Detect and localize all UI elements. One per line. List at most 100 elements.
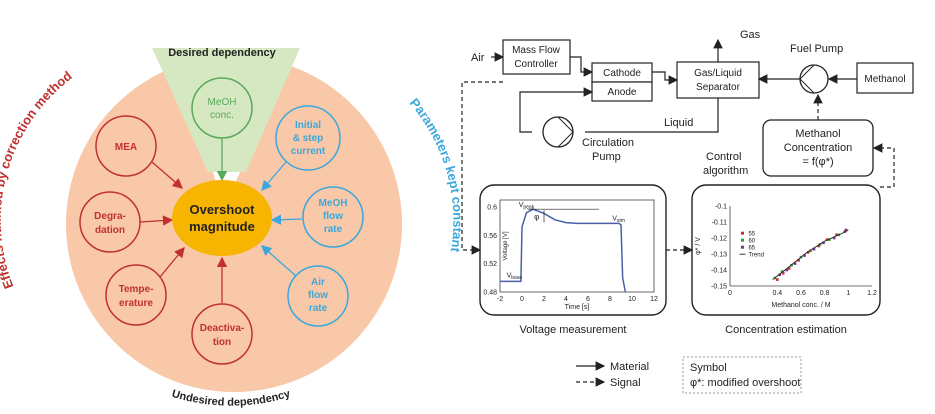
svg-text:Symbol: Symbol (690, 362, 727, 374)
voltage-annotation: Vpeak (519, 202, 535, 211)
node-initial-step-current: Initial & step current (275, 105, 341, 171)
voltage-annotation: Vbase (507, 272, 523, 281)
svg-text:Degra-: Degra- (94, 211, 126, 222)
phi-point-65 (793, 262, 797, 265)
phi-point-55 (787, 267, 791, 270)
phi-y-tick: -0.14 (711, 268, 727, 275)
arrow-mea (151, 161, 183, 189)
svg-text:Circulation: Circulation (582, 137, 634, 149)
phi-legend-swatch (740, 238, 744, 242)
node-meoh-flow-rate: MeOH flow rate (302, 186, 364, 248)
phi-x-label: Methanol conc. / M (771, 302, 830, 309)
voltage-y-tick: 0.6 (487, 205, 497, 212)
svg-text:Cathode: Cathode (603, 68, 641, 79)
phi-x-tick: 0.4 (772, 290, 782, 297)
phi-y-tick: -0.15 (711, 284, 727, 291)
svg-text:φ*: modified overshoot: φ*: modified overshoot (690, 377, 800, 389)
voltage-x-tick: 6 (586, 296, 590, 303)
voltage-y-tick: 0.52 (483, 261, 497, 268)
right-arc-label: Parameters kept constant (407, 95, 466, 254)
desired-sector (152, 48, 300, 172)
phi-point-65 (822, 241, 825, 245)
svg-text:Material: Material (610, 361, 649, 373)
gas-label: Gas (740, 29, 761, 41)
svg-text:rate: rate (324, 224, 343, 235)
phi-point-65 (803, 254, 806, 257)
line-legend: Material Signal (576, 361, 649, 389)
left-arc-label: Effects nullified by correction method (0, 68, 75, 291)
svg-text:Air: Air (311, 277, 325, 288)
voltage-x-label: Time [s] (565, 304, 590, 311)
svg-text:& step: & step (293, 133, 324, 144)
node-air-flow-rate: Air flow rate (287, 265, 349, 327)
svg-text:flow: flow (323, 211, 343, 222)
center-overshoot-magnitude: Overshoot magnitude (172, 180, 272, 256)
phi-trend-line (772, 229, 849, 280)
voltage-x-tick: 10 (628, 296, 636, 303)
phi-point-60 (780, 270, 784, 273)
air-label: Air (471, 52, 485, 64)
svg-text:conc.: conc. (210, 110, 234, 121)
arrow-meoh-flow (270, 214, 303, 225)
voltage-x-tick: 8 (608, 296, 612, 303)
circulation-pump-icon (542, 116, 574, 148)
phi-x-tick: 0.8 (820, 290, 830, 297)
svg-text:Concentration: Concentration (784, 142, 853, 154)
svg-text:Separator: Separator (696, 82, 741, 93)
fuel-pump-label: Fuel Pump (790, 43, 843, 55)
arrow-degradation (139, 215, 174, 226)
phi-point-65 (785, 268, 789, 272)
fuel-pump-icon (799, 64, 829, 94)
svg-text:Overshoot: Overshoot (189, 202, 255, 217)
svg-text:Signal: Signal (610, 377, 641, 389)
svg-text:Pump: Pump (592, 151, 621, 163)
voltage-caption: Voltage measurement (519, 324, 626, 336)
phi-point-65 (778, 273, 781, 277)
svg-text:Control: Control (706, 151, 741, 163)
phi-y-tick: -0.13 (711, 252, 727, 259)
svg-text:flow: flow (308, 290, 328, 301)
svg-text:Deactiva-: Deactiva- (200, 323, 244, 334)
voltage-y-label: Voltage [V] (503, 231, 509, 260)
phi-point-65 (812, 247, 816, 251)
voltage-x-tick: 0 (520, 296, 524, 303)
svg-text:Methanol: Methanol (864, 74, 905, 85)
svg-text:dation: dation (95, 225, 125, 236)
voltage-y-tick: 0.56 (483, 233, 497, 240)
phi-x-tick: 1 (846, 290, 850, 297)
mass-flow-controller-box (502, 39, 571, 75)
arrow-initial-current (261, 161, 287, 191)
svg-text:MeOH: MeOH (319, 198, 348, 209)
phi-y-tick: -0.12 (711, 236, 727, 243)
phi-x-tick: 1.2 (867, 290, 877, 297)
svg-text:current: current (291, 146, 326, 157)
voltage-annotation: Vstm (612, 215, 625, 224)
concentration-caption: Concentration estimation (725, 324, 847, 336)
phi-legend-label: Trend (748, 252, 763, 258)
phi-annotation: φ (534, 212, 539, 221)
voltage-y-tick: 0.48 (483, 290, 497, 297)
voltage-x-tick: -2 (497, 296, 503, 303)
phi-legend-swatch (740, 245, 744, 249)
phi-y-tick: -0.11 (712, 220, 728, 227)
phi-point-55 (776, 278, 779, 281)
voltage-x-tick: 4 (564, 296, 568, 303)
symbol-legend: Symbol φ*: modified overshoot (682, 356, 802, 394)
svg-text:Anode: Anode (608, 87, 637, 98)
phi-y-label: φ* / V (695, 237, 702, 255)
node-deactivation: Deactiva- tion (191, 303, 253, 365)
svg-text:Initial: Initial (295, 120, 321, 131)
voltage-plot-frame (499, 199, 655, 293)
svg-text:erature: erature (119, 298, 153, 309)
voltage-x-tick: 2 (542, 296, 546, 303)
phi-point-55 (781, 271, 785, 275)
svg-text:Methanol: Methanol (795, 128, 840, 140)
node-mea: MEA (95, 115, 157, 177)
phi-point-65 (832, 236, 836, 240)
dependency-diagram: Desired dependency Effects nullified by … (0, 47, 465, 409)
svg-text:Controller: Controller (514, 59, 558, 70)
desired-title: Desired dependency (168, 47, 276, 59)
